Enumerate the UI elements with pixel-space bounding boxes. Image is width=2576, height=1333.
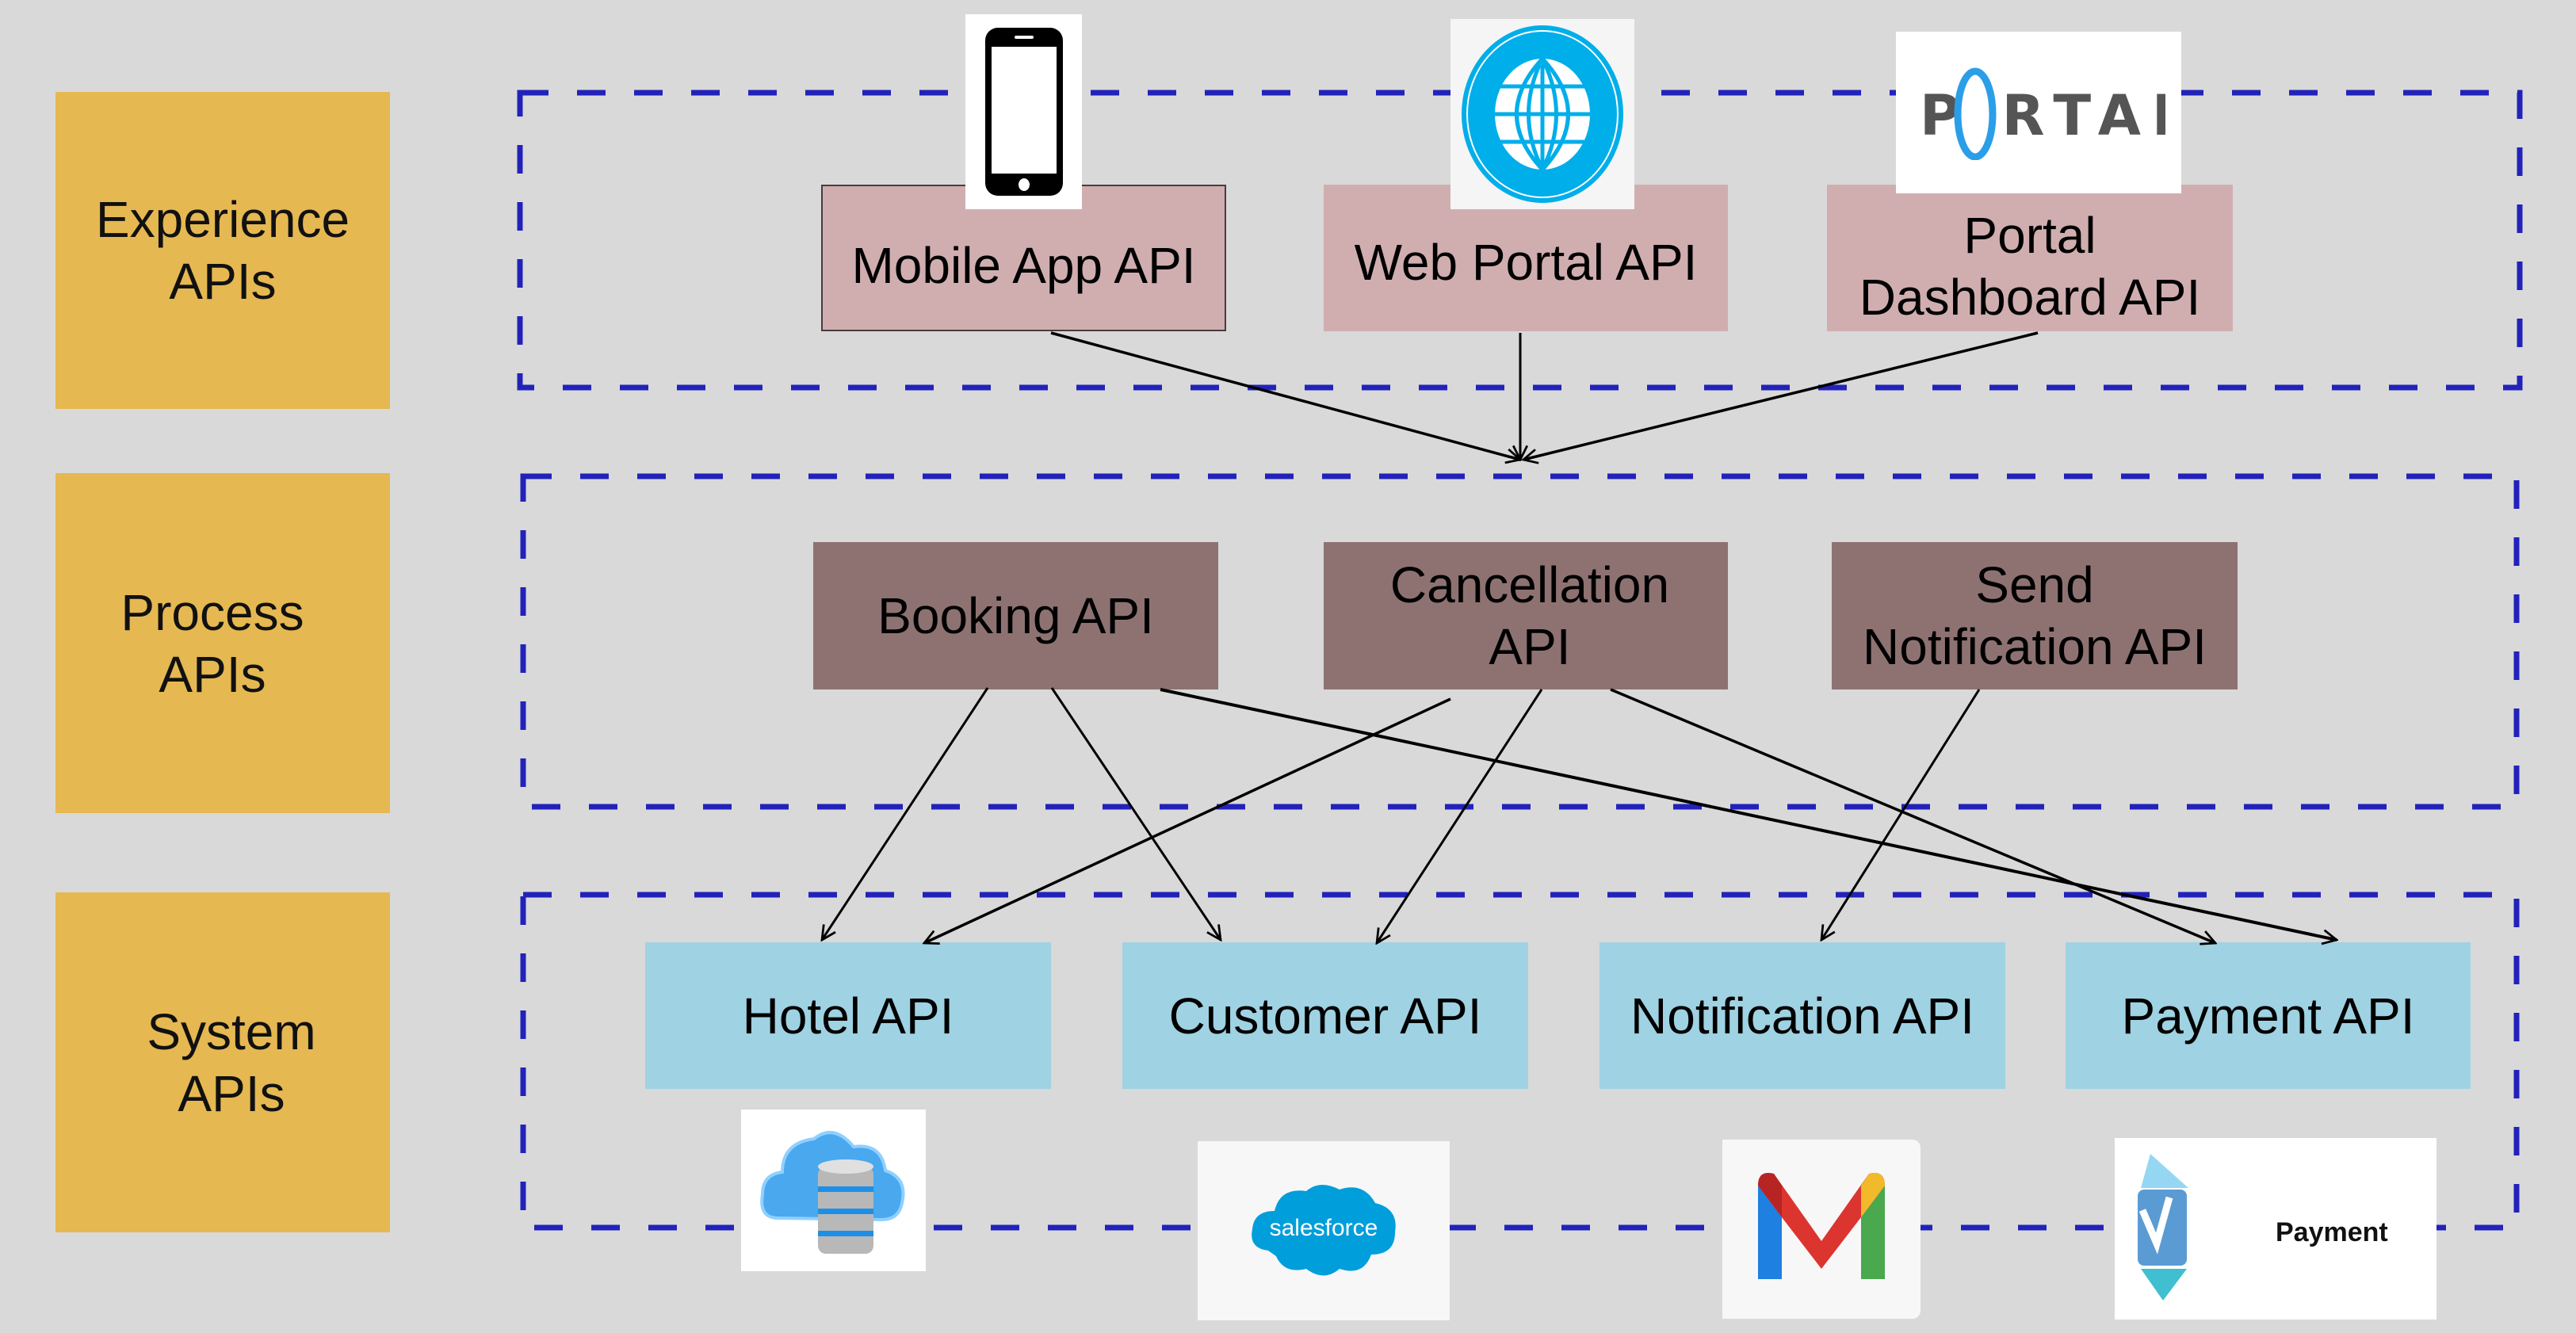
api-box-notification[interactable]: Notification API xyxy=(1599,942,2005,1089)
arrow-booking-to-payment xyxy=(1160,688,2337,940)
layer-label-system: System APIs xyxy=(55,892,390,1232)
api-label: Send Notification API xyxy=(1863,556,2207,675)
api-label: Hotel API xyxy=(742,987,954,1045)
api-label: Notification API xyxy=(1630,987,1974,1045)
globe-icon xyxy=(1450,19,1634,209)
arrow-send-notification-to-notification xyxy=(1821,689,1981,940)
payment-logo-text: Payment xyxy=(2276,1217,2388,1247)
api-box-hotel[interactable]: Hotel API xyxy=(645,942,1051,1089)
salesforce-logo-text: salesforce xyxy=(1270,1215,1378,1241)
layer-label-experience: Experience APIs xyxy=(55,92,390,409)
api-box-send-notification[interactable]: Send Notification API xyxy=(1832,542,2238,689)
api-label: Payment API xyxy=(2121,987,2415,1045)
api-box-cancellation[interactable]: Cancellation API xyxy=(1324,542,1728,689)
api-label: Cancellation API xyxy=(1389,556,1670,675)
api-box-booking[interactable]: Booking API xyxy=(813,542,1218,689)
layer-label-process: Process APIs xyxy=(55,473,390,813)
portal-logo: P RTAL xyxy=(1896,32,2181,193)
arrow-cancellation-to-payment xyxy=(1610,688,2215,943)
arrow-cancellation-to-hotel xyxy=(924,697,1451,943)
system-group-frame xyxy=(520,892,2520,1231)
api-label: Portal Dashboard API xyxy=(1859,206,2201,326)
arrow-portal-to-cancellation xyxy=(1523,331,2039,460)
arrow-cancellation-to-customer xyxy=(1377,689,1543,943)
gmail-logo xyxy=(1722,1140,1921,1319)
api-label: Booking API xyxy=(877,587,1154,644)
api-label: Customer API xyxy=(1168,987,1482,1045)
api-box-payment[interactable]: Payment API xyxy=(2066,942,2471,1089)
api-box-customer[interactable]: Customer API xyxy=(1122,942,1528,1089)
payment-logo: Payment xyxy=(2115,1138,2436,1320)
api-label: Mobile App API xyxy=(851,236,1196,294)
smartphone-icon xyxy=(965,14,1082,209)
arrow-booking-to-customer xyxy=(1050,687,1221,940)
arrow-mobile-to-cancellation xyxy=(1050,331,1520,460)
process-group-frame xyxy=(520,473,2520,810)
cloud-database-icon xyxy=(741,1110,926,1271)
api-box-portal-dashboard[interactable]: Portal Dashboard API xyxy=(1827,185,2233,331)
arrow-booking-to-hotel xyxy=(822,687,989,940)
api-label: Web Portal API xyxy=(1354,233,1698,291)
salesforce-logo: salesforce xyxy=(1198,1141,1450,1320)
